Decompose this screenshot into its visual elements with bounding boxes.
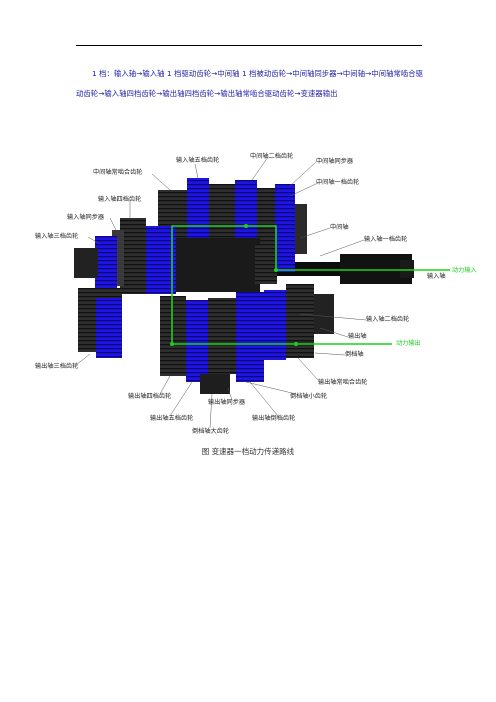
power-flow-path [171, 225, 450, 345]
input-shaft-tip [400, 260, 414, 278]
label-output-reverse-gear: 输出轴倒档齿轮 [252, 414, 295, 422]
label-input-2nd-gear: 输入轴二档齿轮 [366, 315, 409, 323]
figure-caption: 图 变速器一档动力传递路线 [201, 447, 295, 456]
label-power-input: 动力输入 [452, 266, 477, 274]
label-input-4th-gear: 输入轴四档齿轮 [98, 195, 141, 203]
input-4th-gear [120, 218, 146, 294]
output-5th-gear [186, 300, 208, 382]
label-input-synchronizer: 输入轴同步器 [67, 213, 105, 221]
label-output-5th-gear: 输出轴五档齿轮 [150, 414, 193, 422]
counter-1st-gear [275, 184, 295, 272]
label-input-5th-gear: 输入轴五档齿轮 [176, 156, 219, 164]
label-output-constant-mesh-gear: 输出轴常啮合齿轮 [318, 378, 368, 386]
transmission-diagram: 输入轴五档齿轮 中间轴二档齿轮 中间轴同步器 中间轴常啮合齿轮 中间轴一档齿轮 … [0, 148, 496, 448]
label-counter-constant-mesh-gear: 中间轴常啮合齿轮 [93, 168, 143, 176]
header-rule [76, 45, 422, 46]
output-synchronizer [208, 298, 236, 374]
first-gear-path-text: 1 档：输入轴→输入轴 1 档驱动齿轮→中间轴 1 档被动齿轮→中间轴同步器→中… [76, 69, 424, 98]
output-constant-mesh-gear [286, 284, 314, 358]
label-output-3rd-gear: 输出轴三档齿轮 [35, 362, 78, 370]
label-counter-2nd-gear: 中间轴二档齿轮 [250, 152, 293, 160]
label-output-shaft: 输出轴 [348, 332, 367, 340]
output-3rd-blue [96, 298, 122, 358]
output-4th-gear [160, 296, 186, 376]
label-output-4th-gear: 输出轴四档齿轮 [128, 392, 171, 400]
reverse-shaft-gear [200, 374, 230, 394]
output-shaft-end [314, 294, 334, 334]
label-input-3rd-gear: 输入轴三档齿轮 [35, 232, 78, 240]
input-1st-gear [255, 244, 277, 284]
output-reverse-gear [236, 292, 264, 382]
label-power-output: 动力输出 [396, 339, 421, 347]
label-output-synchronizer: 输出轴同步器 [208, 398, 246, 406]
middle-hub [176, 238, 260, 292]
label-reverse-large-gear: 倒档轴大齿轮 [192, 427, 229, 435]
label-reverse-shaft: 倒档轴 [345, 350, 364, 358]
label-input-shaft: 输入轴 [427, 272, 446, 280]
label-reverse-small-gear: 倒档轴小齿轮 [290, 392, 327, 400]
label-input-1st-gear: 输入轴一档齿轮 [364, 235, 407, 243]
input-2nd-gear [264, 290, 286, 360]
label-counter-synchronizer: 中间轴同步器 [316, 157, 354, 165]
input-3rd-gear [95, 236, 117, 290]
left-shaft-end [74, 248, 98, 278]
label-counter-1st-gear: 中间轴一档齿轮 [316, 178, 359, 186]
gear-dark-b [295, 204, 307, 254]
label-countershaft: 中间轴 [330, 223, 349, 231]
mid-gear-blue [146, 226, 176, 294]
